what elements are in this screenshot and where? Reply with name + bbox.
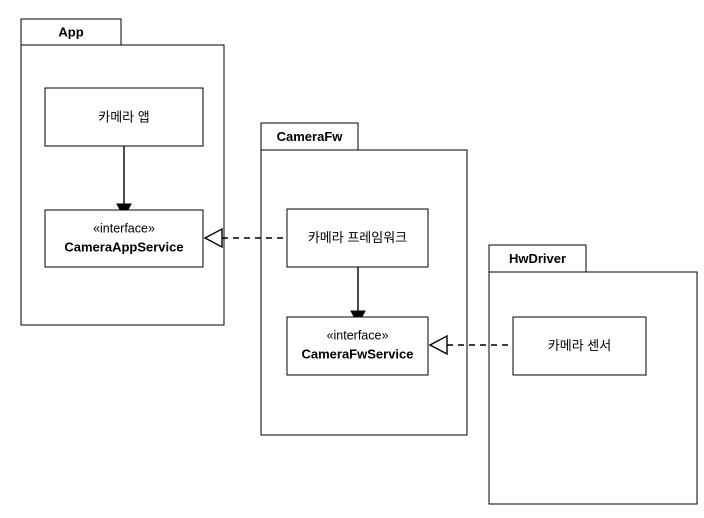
node-camera-app-service-stereotype: «interface» [93,221,155,235]
connector-sensor-realizes-fwservice [428,334,513,356]
node-camera-sensor-box[interactable] [512,316,647,376]
arrowhead-hollow-triangle-icon [428,334,448,356]
node-camera-sensor[interactable]: 카메라 센서 [512,316,647,376]
node-camera-app-service-label: CameraAppService [64,239,183,254]
package-camerafw-tab[interactable] [260,122,359,151]
package-hwdriver-tab[interactable] [488,244,587,273]
node-camera-fw-service-label: CameraFwService [301,346,413,361]
node-camera-sensor-label: 카메라 센서 [548,338,611,353]
package-app-body[interactable] [20,44,225,326]
package-hwdriver-label: HwDriver [509,251,566,266]
package-hwdriver[interactable]: HwDriver [488,244,698,505]
package-camerafw[interactable]: CameraFw [260,122,468,436]
node-camera-app-label: 카메라 앱 [98,109,149,124]
package-camerafw-label: CameraFw [277,129,344,144]
package-app[interactable]: App [20,18,225,326]
node-camera-app-service[interactable]: «interface» CameraAppService [44,209,204,268]
node-camera-fw-service-stereotype: «interface» [327,328,389,342]
package-hwdriver-body[interactable] [488,271,698,505]
node-camera-framework-label: 카메라 프레임워크 [308,230,407,245]
node-camera-fw-service[interactable]: «interface» CameraFwService [286,316,429,376]
package-app-label: App [58,24,83,39]
arrowhead-hollow-triangle-icon [203,227,223,249]
node-camera-framework[interactable]: 카메라 프레임워크 [286,208,429,268]
node-camera-app-service-box[interactable] [44,209,204,268]
package-app-tab[interactable] [20,18,122,46]
node-camera-fw-service-box[interactable] [286,316,429,376]
node-camera-app[interactable]: 카메라 앱 [44,87,204,147]
node-camera-framework-box[interactable] [286,208,429,268]
connector-fw-realizes-appservice [203,227,287,249]
package-camerafw-body[interactable] [260,149,468,436]
node-camera-app-box[interactable] [44,87,204,147]
